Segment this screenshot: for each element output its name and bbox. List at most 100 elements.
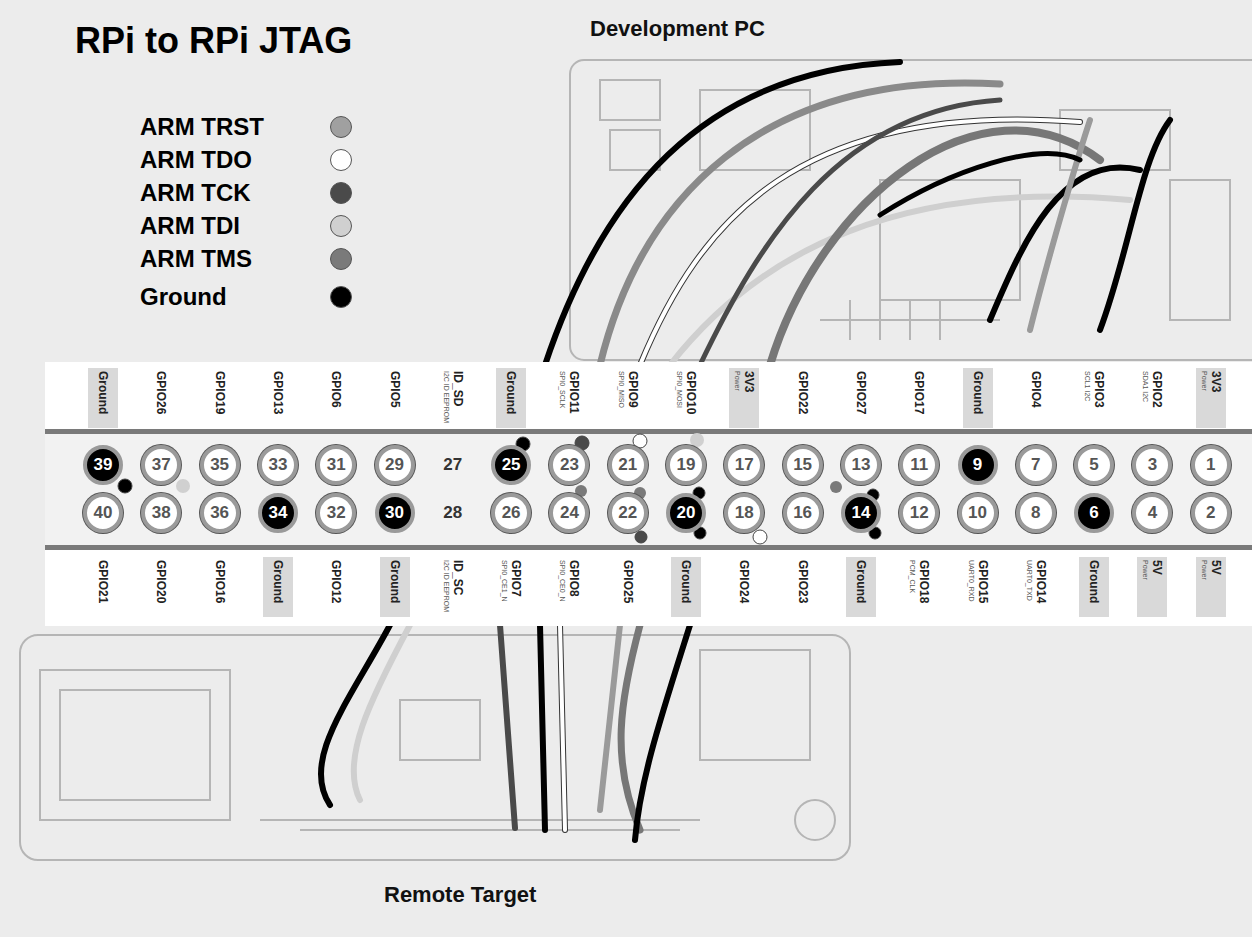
diagram-title: RPi to RPi JTAG (75, 20, 352, 62)
pin-name: GPIO14 (1034, 560, 1047, 603)
pin-number: 17 (735, 455, 754, 475)
legend-row: ARM TDI (140, 211, 352, 241)
legend-swatch (330, 182, 352, 204)
legend-swatch (330, 248, 352, 270)
pin-function: SPI0_MOSI (675, 371, 684, 408)
header-pin: 13 (841, 445, 881, 485)
header-pin: 27 (433, 445, 473, 485)
pin-label-cell: GPIO22 (788, 368, 818, 428)
pin-label-cell: GPIO14UART0_TXD (1021, 557, 1051, 617)
pin-name: GPIO6 (330, 371, 343, 408)
pin-name: GPIO20 (155, 560, 168, 603)
header-pin: 30 (375, 493, 415, 533)
header-pin: 35 (200, 445, 240, 485)
header-pin: 33 (258, 445, 298, 485)
pin-number: 10 (968, 503, 987, 523)
pin-label-cell: GPIO13 (263, 368, 293, 428)
header-pin: 36 (200, 493, 240, 533)
pin-label-cell: GPIO6 (321, 368, 351, 428)
pin-number: 37 (152, 455, 171, 475)
legend-text: Ground (140, 283, 330, 311)
pin-number: 29 (385, 455, 404, 475)
header-pin: 11 (899, 445, 939, 485)
header-pin: 20 (666, 493, 706, 533)
pin-name: Ground (971, 371, 984, 414)
legend-swatch (330, 215, 352, 237)
pin-number: 8 (1031, 503, 1040, 523)
pin-function: Power (1141, 560, 1150, 580)
pin-label-cell: Ground (846, 557, 876, 617)
header-pin: 32 (316, 493, 356, 533)
pin-label-cell: GPIO4 (1021, 368, 1051, 428)
header-pin: 9 (958, 445, 998, 485)
legend-row: ARM TMS (140, 244, 352, 274)
pin-function: I2C ID EEPROM (442, 560, 451, 612)
header-pin: 16 (783, 493, 823, 533)
pin-function: SPI0_SCLK (558, 371, 567, 408)
pin-number: 14 (851, 503, 870, 523)
pin-number: 40 (94, 503, 113, 523)
pin-name: Ground (97, 371, 110, 414)
pin-label-cell: GPIO2SDA1 I2C (1137, 368, 1167, 428)
pin-name: GPIO21 (97, 560, 110, 603)
header-pin: 23 (549, 445, 589, 485)
pin-label-cell: 3V3Power (1196, 368, 1226, 428)
pin-name: ID_SD (451, 371, 464, 406)
pin-name: GPIO16 (213, 560, 226, 603)
pin-label-cell: GPIO12 (321, 557, 351, 617)
pin-label-cell: 3V3Power (729, 368, 759, 428)
pin-name: GPIO17 (913, 371, 926, 414)
legend-row: Ground (140, 282, 352, 312)
pin-number: 1 (1206, 455, 1215, 475)
pin-function: Power (1200, 371, 1209, 391)
pin-name: GPIO12 (330, 560, 343, 603)
pin-label-cell: GPIO27 (846, 368, 876, 428)
pin-number: 31 (327, 455, 346, 475)
pin-label-cell: GPIO16 (205, 557, 235, 617)
legend-text: ARM TDI (140, 212, 330, 240)
pin-number: 6 (1089, 503, 1098, 523)
pin-number: 19 (677, 455, 696, 475)
header-pin: 24 (549, 493, 589, 533)
pin-number: 33 (268, 455, 287, 475)
pin-name: GPIO7 (509, 560, 522, 597)
pin-number: 4 (1148, 503, 1157, 523)
header-pin: 18 (724, 493, 764, 533)
header-pin: 12 (899, 493, 939, 533)
legend-swatch (330, 286, 352, 308)
pin-number: 20 (677, 503, 696, 523)
legend-text: ARM TRST (140, 113, 330, 141)
pin-name: GPIO13 (271, 371, 284, 414)
header-pin: 28 (433, 493, 473, 533)
header-pin: 22 (608, 493, 648, 533)
pin-number: 2 (1206, 503, 1215, 523)
pin-number: 23 (560, 455, 579, 475)
pin-function: Power (733, 371, 742, 391)
pin-number: 15 (793, 455, 812, 475)
pin-name: 5V (1209, 560, 1222, 575)
header-pin: 8 (1016, 493, 1056, 533)
pin-label-cell: GPIO21 (88, 557, 118, 617)
pin-number: 32 (327, 503, 346, 523)
pin-number: 30 (385, 503, 404, 523)
pin-label-cell: ID_SCI2C ID EEPROM (438, 557, 468, 617)
pin-name: Ground (854, 560, 867, 603)
board-caption: Development PC (590, 16, 765, 42)
header-pin: 4 (1132, 493, 1172, 533)
pin-number: 24 (560, 503, 579, 523)
header-pin: 34 (258, 493, 298, 533)
header-pin: 31 (316, 445, 356, 485)
legend-text: ARM TMS (140, 245, 330, 273)
pin-number: 28 (443, 503, 462, 523)
header-pin: 40 (83, 493, 123, 533)
pin-name: ID_SC (451, 560, 464, 595)
pin-name: GPIO26 (155, 371, 168, 414)
pin-number: 13 (851, 455, 870, 475)
header-pin: 38 (141, 493, 181, 533)
header-pin: 14 (841, 493, 881, 533)
header-pin: 21 (608, 445, 648, 485)
pin-name: GPIO9 (626, 371, 639, 408)
pin-label-cell: 5VPower (1137, 557, 1167, 617)
legend-swatch (330, 116, 352, 138)
header-pin: 25 (491, 445, 531, 485)
